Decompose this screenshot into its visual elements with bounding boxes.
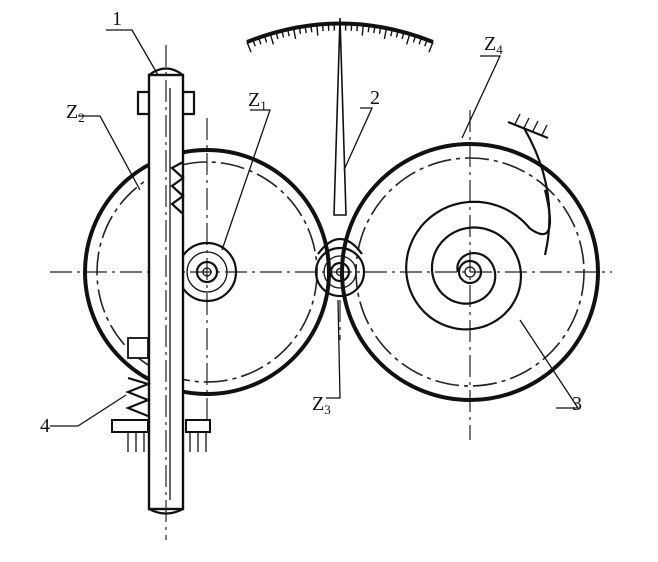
base-support xyxy=(111,419,211,452)
dial-tick xyxy=(367,25,370,33)
dial-tick xyxy=(287,29,290,37)
label-z1: Z1 xyxy=(248,89,267,113)
dial-tick xyxy=(356,24,359,32)
dial-tick xyxy=(275,32,279,40)
label-pointer: 2 xyxy=(370,87,380,109)
dial-tick xyxy=(361,24,364,36)
dial-tick xyxy=(246,41,252,53)
dial-tick xyxy=(281,30,285,38)
return-spring xyxy=(125,376,152,418)
label-z2: Z2 xyxy=(66,101,85,125)
label-rack: 1 xyxy=(112,8,122,30)
dial-tick xyxy=(321,24,324,32)
hairspring xyxy=(405,127,552,331)
dial-tick xyxy=(310,25,313,33)
dial-tick xyxy=(373,25,376,34)
dial-tick xyxy=(269,33,275,45)
leader-lines xyxy=(50,29,580,427)
stop-block xyxy=(127,337,149,359)
dial-tick xyxy=(252,39,256,47)
label-z4: Z4 xyxy=(484,33,503,57)
dial-tick xyxy=(424,39,428,47)
dial-tick xyxy=(395,30,399,38)
label-spring: 4 xyxy=(40,415,50,437)
dial-tick xyxy=(298,26,302,35)
dial-tick xyxy=(292,27,297,40)
top-guide xyxy=(136,90,196,116)
dial-tick xyxy=(405,33,411,45)
label-hairspring: 3 xyxy=(572,393,582,415)
dial-tick xyxy=(383,27,388,40)
dial-tick xyxy=(257,37,262,45)
dial-tick xyxy=(390,29,393,37)
label-z3: Z3 xyxy=(312,393,331,417)
rack-shaft xyxy=(147,45,185,540)
dial-tick xyxy=(418,37,423,45)
pinion-z3 xyxy=(314,238,366,298)
dial-tick xyxy=(428,41,434,53)
dial-tick xyxy=(401,32,405,40)
dial-tick xyxy=(316,24,319,36)
rack-teeth xyxy=(170,161,185,215)
ground-support-top xyxy=(507,113,549,140)
pointer xyxy=(333,17,347,216)
dial-tick xyxy=(378,26,382,35)
dial-tick xyxy=(412,35,417,43)
dial-tick xyxy=(304,25,307,34)
dial-tick xyxy=(263,35,268,43)
